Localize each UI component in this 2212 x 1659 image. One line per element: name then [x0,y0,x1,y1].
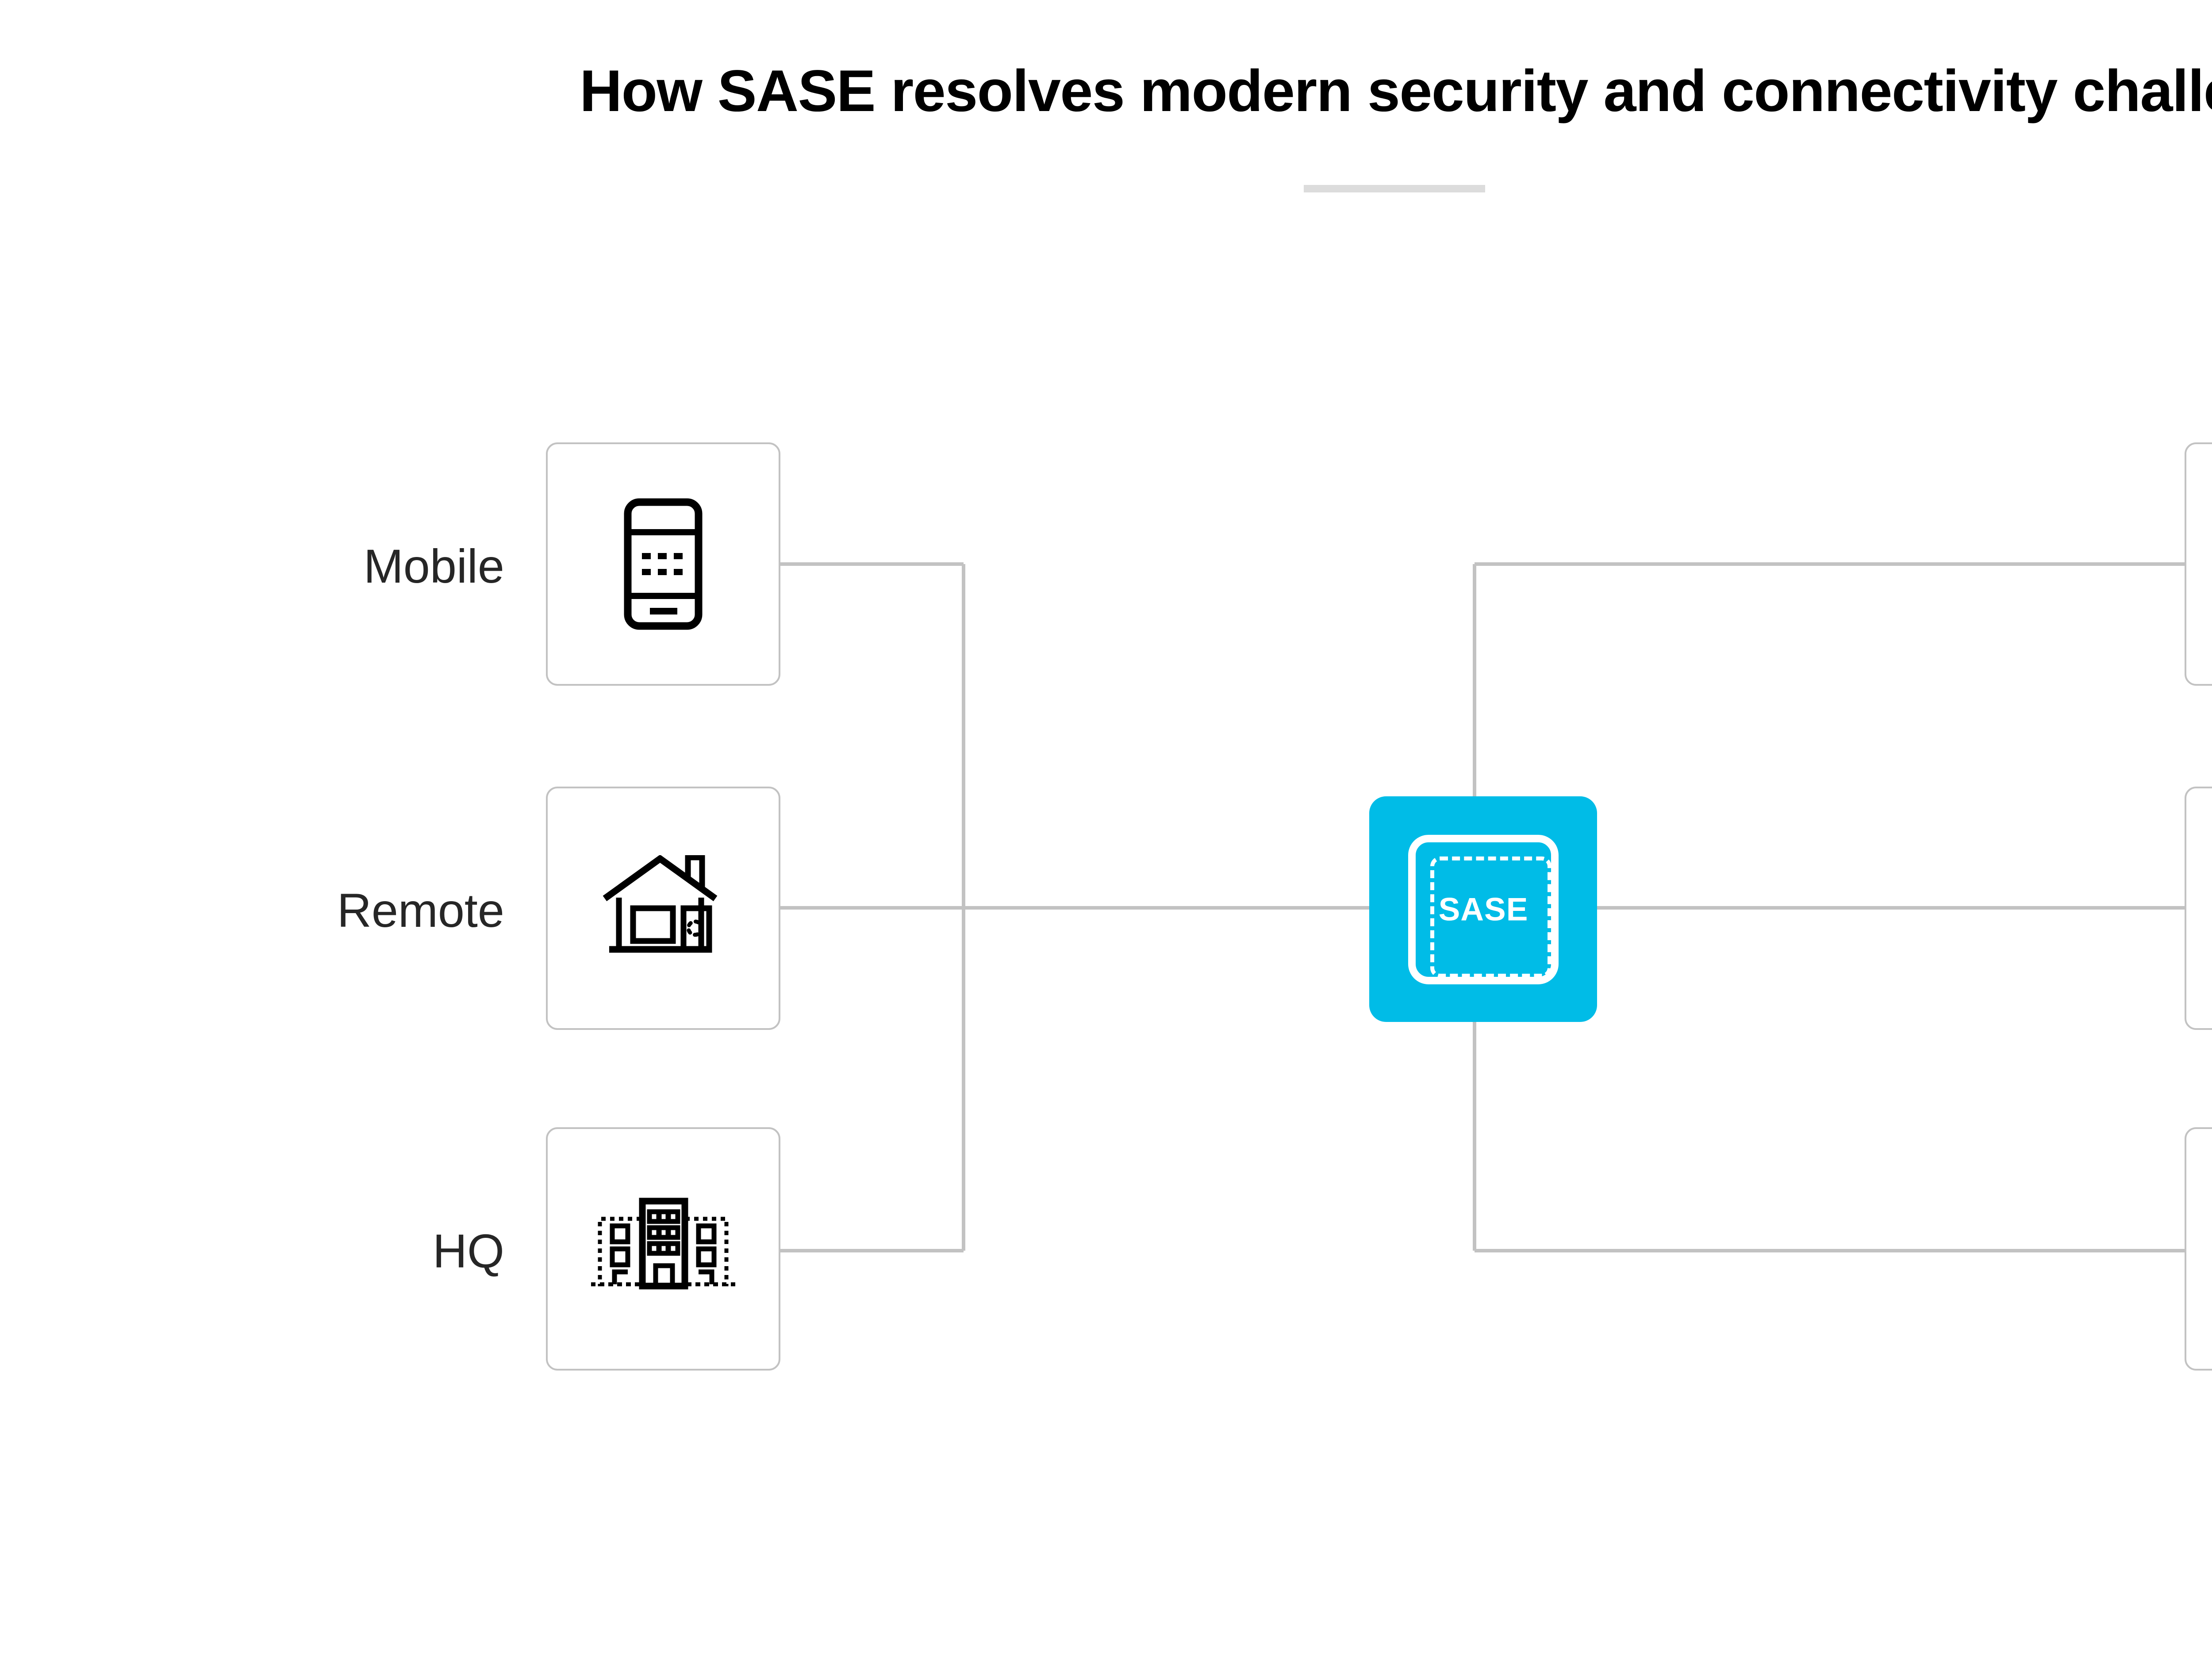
house-icon [603,855,718,953]
sase-label: SASE [1438,891,1528,928]
tile-cloud-services[interactable] [2185,442,2212,686]
label-remote: Remote [337,883,504,937]
label-hq: HQ [433,1224,504,1278]
title-divider [1304,185,1485,192]
office-building-icon [591,1198,735,1290]
smartphone-icon [624,498,703,630]
tile-mobile[interactable] [546,442,780,686]
page-title: How SASE resolves modern security and co… [580,58,2212,124]
tile-data-center[interactable] [2185,787,2212,1030]
tile-remote[interactable] [546,787,780,1030]
label-mobile: Mobile [363,539,504,593]
sase-hub-node[interactable]: SASE [1369,796,1597,1022]
sase-shield-icon: SASE [1408,835,1559,984]
sase-dashed-border [1430,856,1551,978]
tile-data-center-apps[interactable] [2185,1127,2212,1371]
tile-hq[interactable] [546,1127,780,1371]
